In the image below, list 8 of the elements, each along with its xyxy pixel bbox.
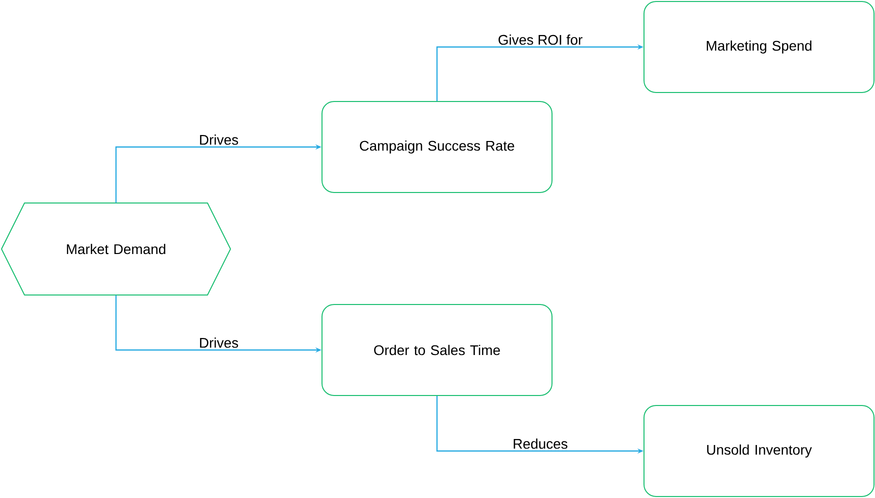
edge-label: Drives	[198, 336, 240, 349]
edge-label: Drives	[198, 134, 240, 146]
process-box: Marketing Spend	[644, 1, 874, 93]
edge-label: Gives ROI for	[496, 34, 584, 46]
process-box: Unsold Inventory	[644, 405, 874, 497]
process-box: Campaign Success Rate	[322, 101, 552, 193]
edge-label: Reduces	[512, 438, 569, 450]
process-box: Order to Sales Time	[322, 304, 552, 396]
